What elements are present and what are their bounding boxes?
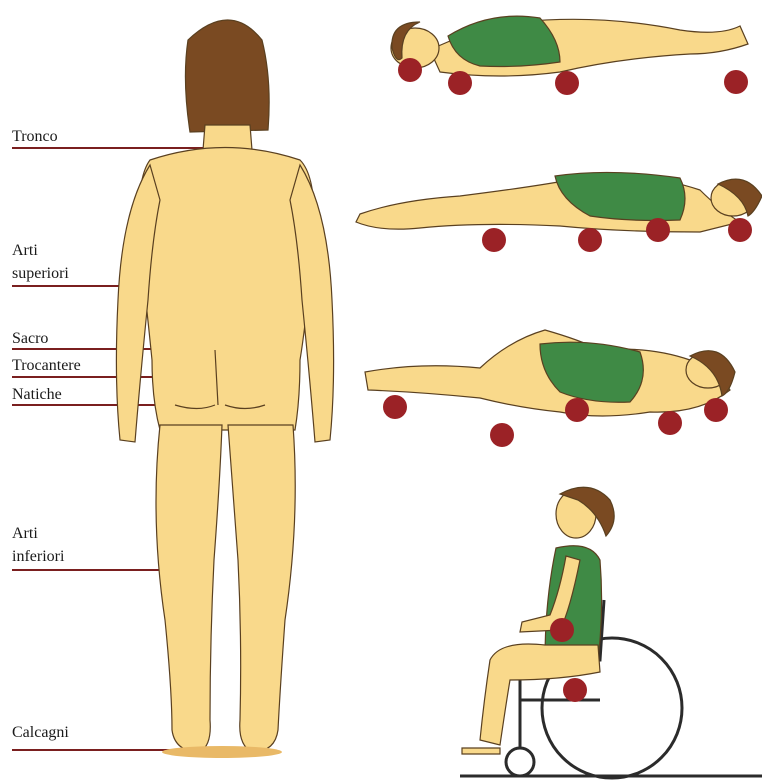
- pressure-point: [646, 218, 670, 242]
- pressure-point: [724, 70, 748, 94]
- back-figure-right-leg: [228, 425, 295, 752]
- back-view-figure: [116, 20, 333, 758]
- pressure-point: [728, 218, 752, 242]
- pressure-point: [704, 398, 728, 422]
- pressure-point: [398, 58, 422, 82]
- seated-figure: [462, 487, 614, 754]
- supine-figure: [391, 16, 748, 76]
- back-figure-torso: [139, 148, 315, 431]
- back-figure-neck: [203, 125, 252, 150]
- supine-figure-swimsuit: [448, 16, 560, 66]
- wheelchair-small-wheel: [506, 748, 534, 776]
- pressure-point: [658, 411, 682, 435]
- seated-figure-feet: [462, 748, 500, 754]
- pressure-point: [555, 71, 579, 95]
- pressure-point: [565, 398, 589, 422]
- back-figure-left-leg: [156, 425, 222, 752]
- pressure-point: [482, 228, 506, 252]
- pressure-point: [550, 618, 574, 642]
- pressure-point: [383, 395, 407, 419]
- back-figure-heel-shadow: [162, 746, 282, 758]
- prone-figure: [356, 172, 762, 232]
- pressure-point: [578, 228, 602, 252]
- pressure-point: [563, 678, 587, 702]
- lateral-figure: [365, 330, 735, 416]
- pressure-point: [490, 423, 514, 447]
- back-figure-hair: [185, 20, 269, 132]
- pressure-point: [448, 71, 472, 95]
